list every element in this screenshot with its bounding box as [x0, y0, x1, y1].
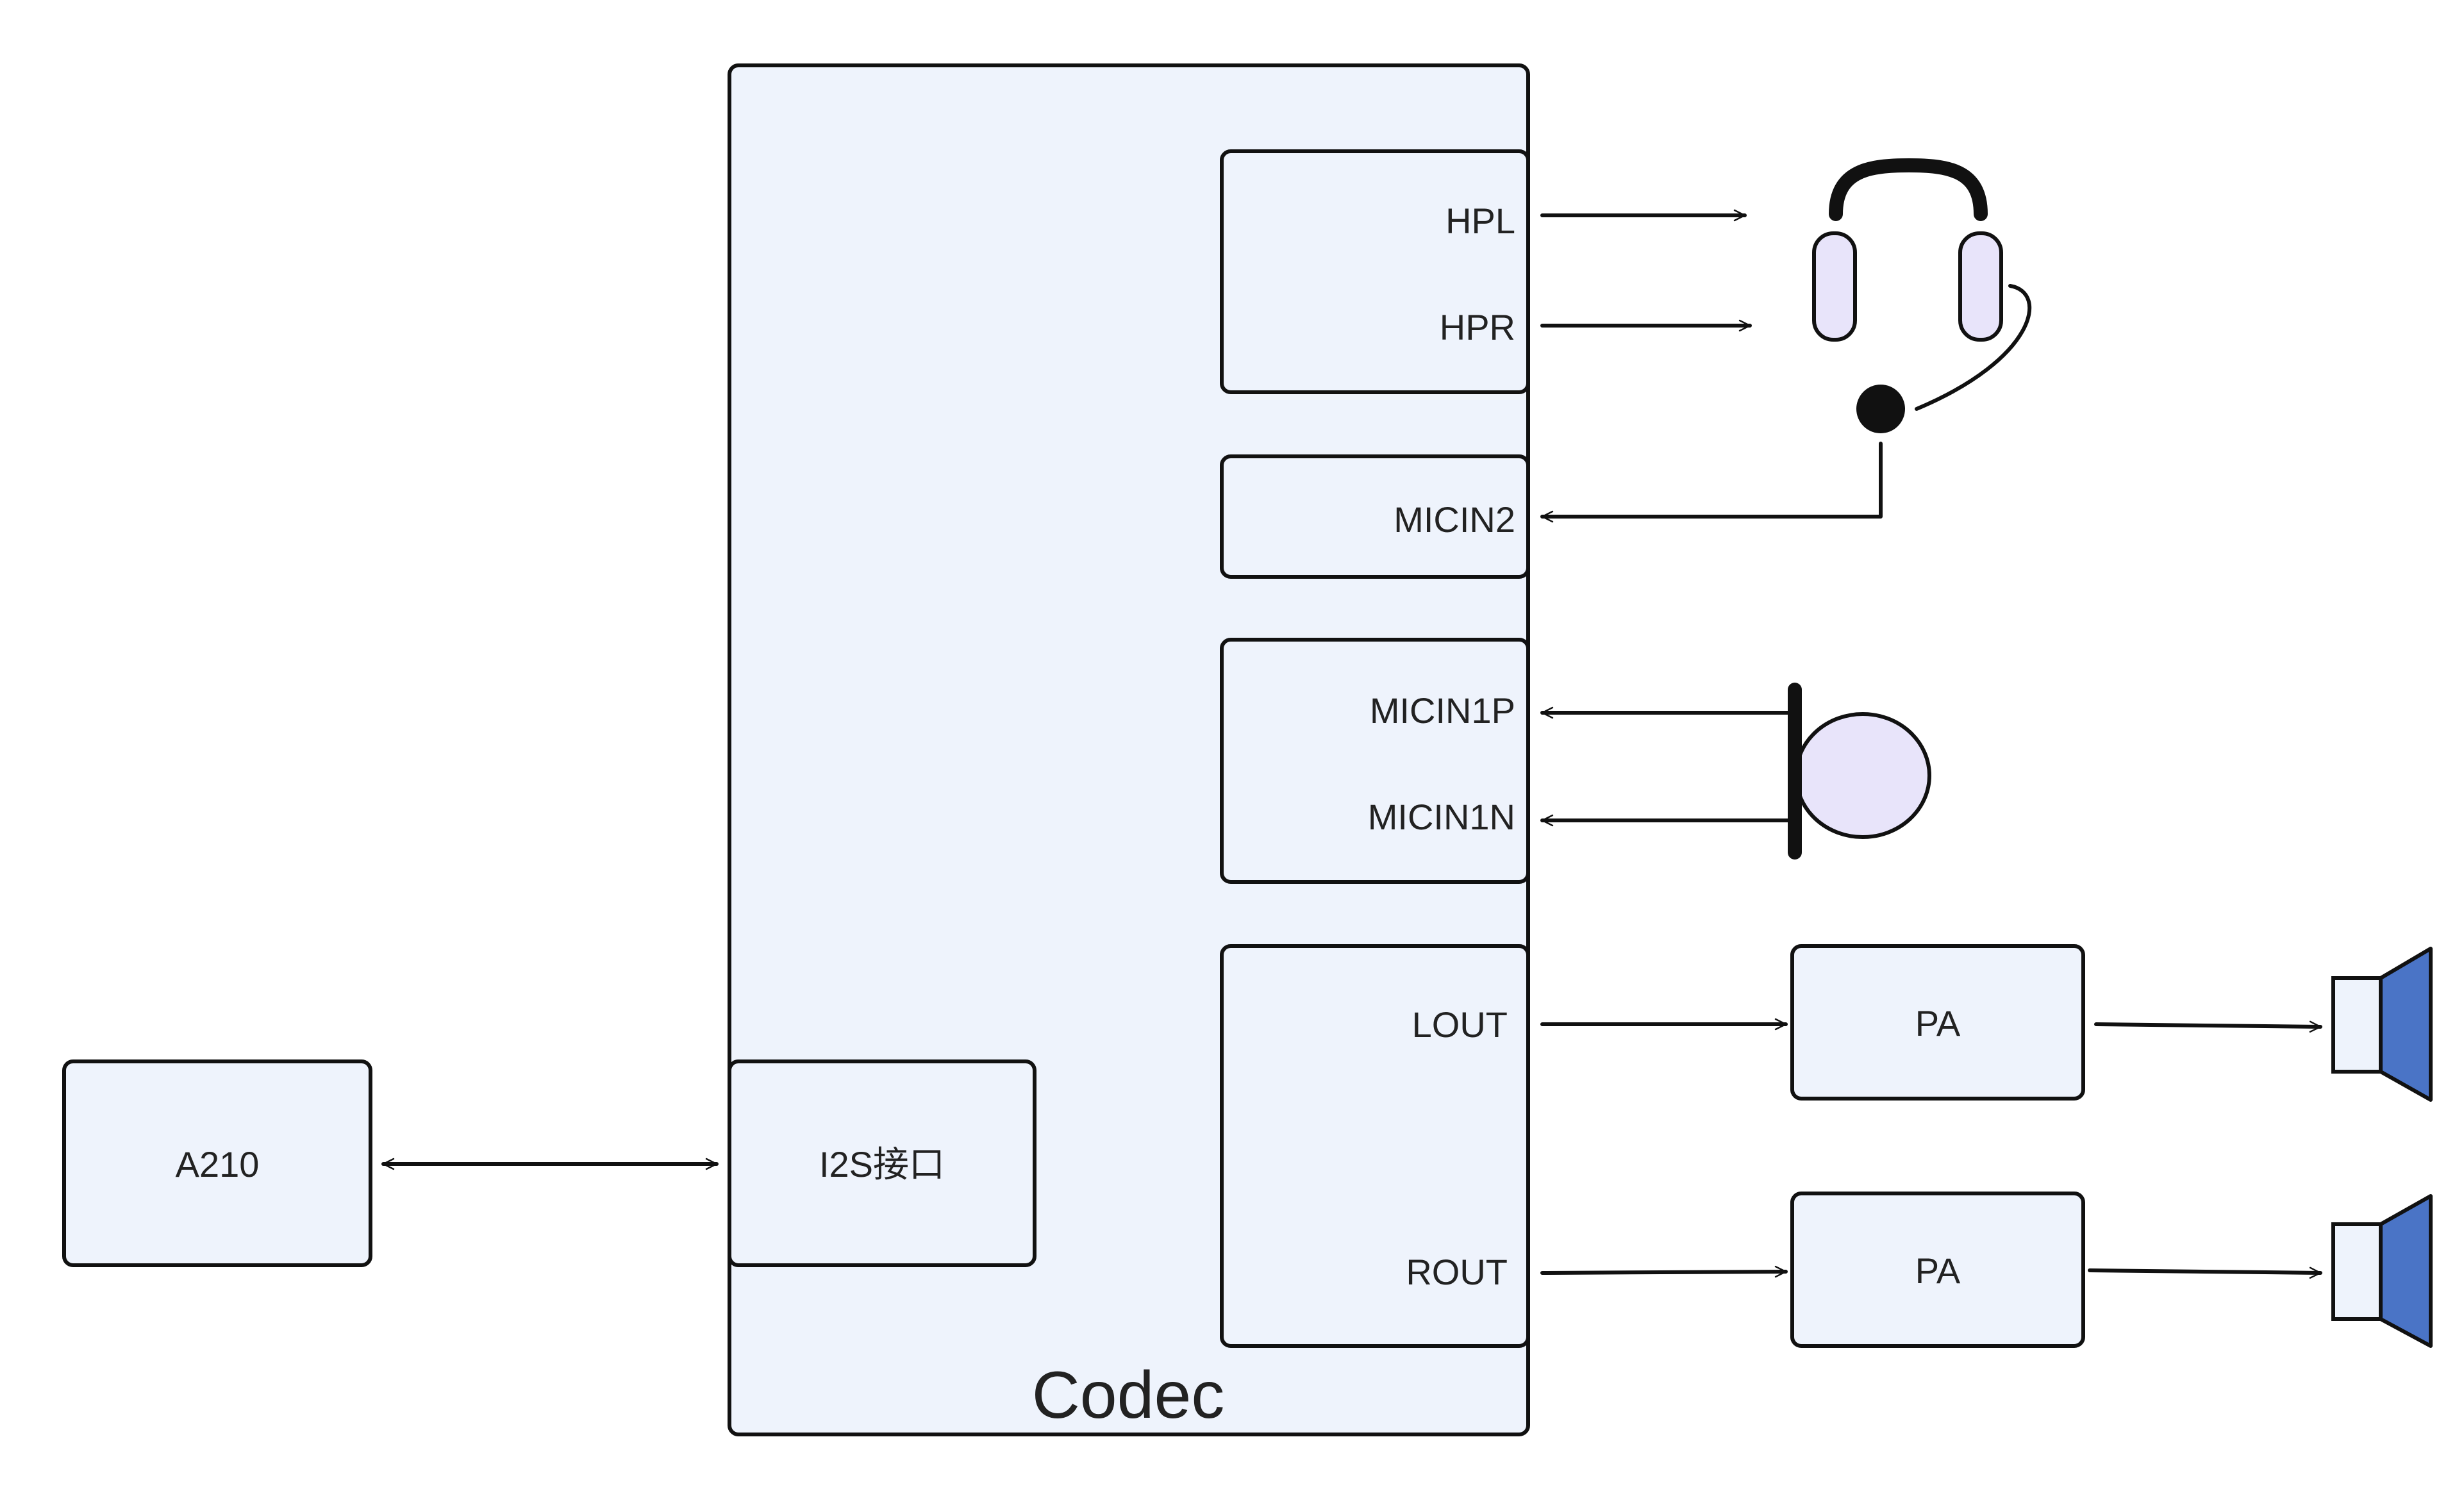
speaker-icon-left-channel — [2331, 947, 2433, 1102]
port-rout: ROUT — [1406, 1252, 1508, 1292]
a210-block — [62, 1059, 372, 1267]
a210-label: A210 — [176, 1144, 260, 1184]
micin1-group — [1220, 638, 1530, 884]
i2s-interface-label: I2S接口 — [819, 1144, 945, 1184]
pa-left-label: PA — [1915, 1003, 1961, 1043]
port-micin1p: MICIN1P — [1370, 690, 1515, 731]
port-lout: LOUT — [1412, 1004, 1508, 1045]
microphone-icon — [1788, 683, 1931, 860]
pa-right-label: PA — [1915, 1250, 1961, 1291]
pa-block-right-channel — [1790, 1192, 2085, 1348]
line-output-group — [1220, 944, 1530, 1348]
port-hpl: HPL — [1445, 201, 1515, 241]
pa-block-left-channel — [1790, 944, 2085, 1101]
codec-label: Codec — [1032, 1358, 1225, 1433]
speaker-icon-right-channel — [2331, 1194, 2433, 1348]
headphone-output-group — [1220, 149, 1530, 394]
micin2-group — [1220, 454, 1530, 579]
port-micin1n: MICIN1N — [1368, 797, 1515, 837]
port-hpr: HPR — [1440, 307, 1515, 347]
pa-right-to-speaker-arrow — [2088, 1267, 2322, 1279]
headset-icon — [1812, 158, 2032, 433]
rout-arrow — [1540, 1265, 1788, 1278]
i2s-interface-block — [728, 1059, 1036, 1267]
port-micin2: MICIN2 — [1394, 499, 1515, 540]
pa-left-to-speaker-arrow — [2094, 1020, 2322, 1033]
micin2-arrow — [1540, 442, 1883, 523]
